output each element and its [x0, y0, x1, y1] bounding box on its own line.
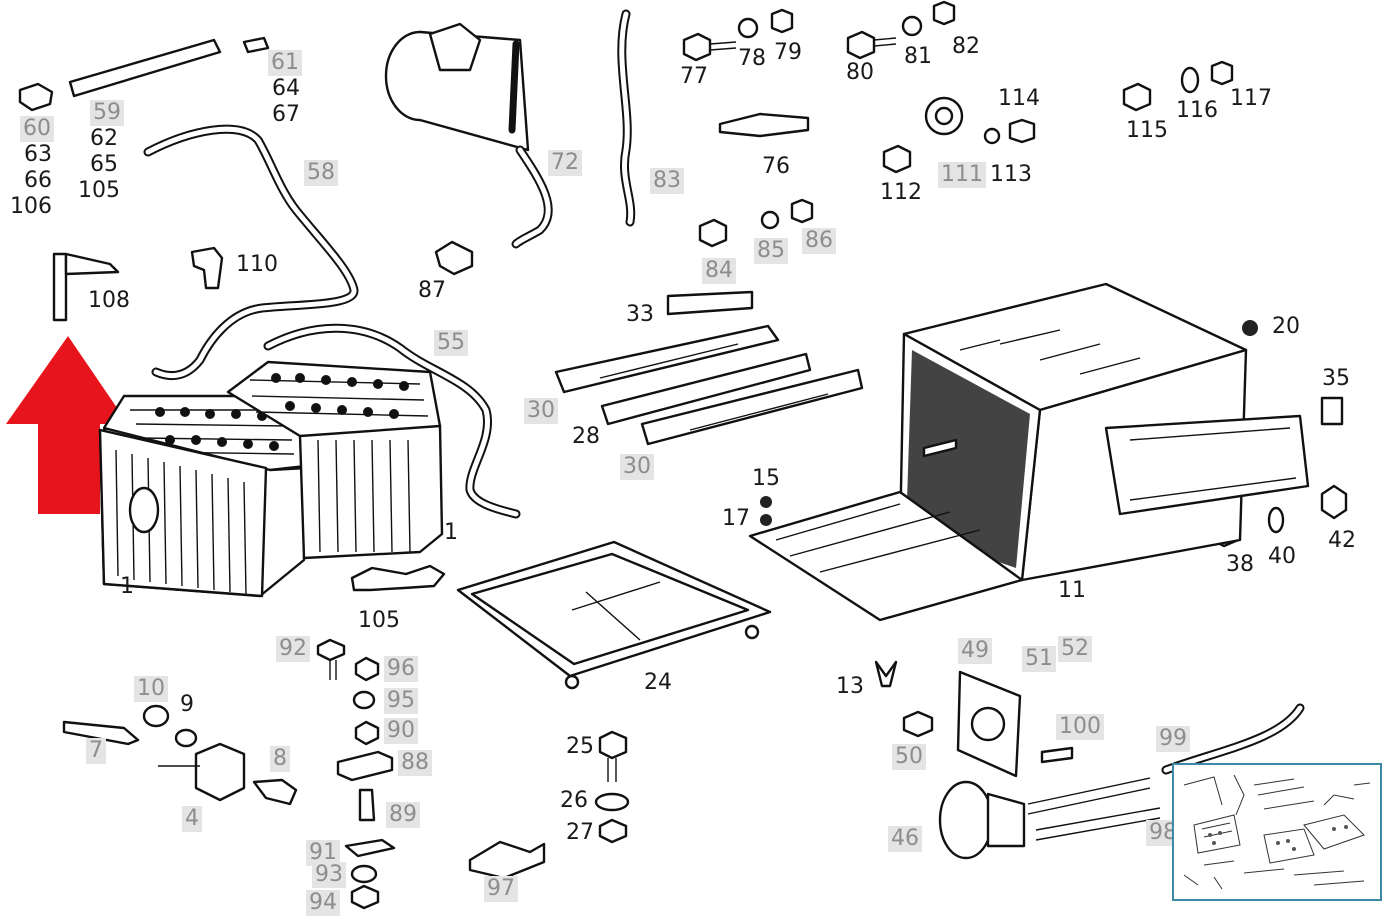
- callout-97: 97: [484, 876, 518, 902]
- battery-front: [98, 394, 308, 598]
- callout-60: 60: [20, 116, 54, 142]
- callout-7: 7: [86, 738, 106, 764]
- lower-left-parts: [62, 704, 546, 880]
- callout-84: 84: [702, 258, 736, 284]
- callout-61: 61: [268, 50, 302, 76]
- callout-108: 108: [88, 288, 130, 313]
- callout-28: 28: [572, 424, 600, 449]
- callout-89: 89: [386, 802, 420, 828]
- callout-116: 116: [1176, 98, 1218, 123]
- callout-35: 35: [1322, 366, 1350, 391]
- fastener-stack: [316, 638, 396, 910]
- callout-77: 77: [680, 64, 708, 89]
- callout-92: 92: [276, 636, 310, 662]
- callout-59: 59: [90, 100, 124, 126]
- tray-24: [456, 540, 772, 690]
- callout-67: 67: [272, 102, 300, 127]
- top-left-small-parts: [18, 36, 474, 322]
- callout-87: 87: [418, 278, 446, 303]
- callout-117: 117: [1230, 86, 1272, 111]
- diagram-thumbnail[interactable]: [1172, 763, 1382, 901]
- callout-58: 58: [304, 160, 338, 186]
- callout-1: 1: [120, 574, 134, 599]
- callout-79: 79: [774, 40, 802, 65]
- callout-100: 100: [1056, 714, 1104, 740]
- callout-46: 46: [888, 826, 922, 852]
- callout-115: 115: [1126, 118, 1168, 143]
- callout-25: 25: [566, 734, 594, 759]
- callout-24: 24: [644, 670, 672, 695]
- battery-pads: [554, 290, 864, 446]
- callout-42: 42: [1328, 528, 1356, 553]
- callout-49: 49: [958, 638, 992, 664]
- callout-33: 33: [626, 302, 654, 327]
- callout-99: 99: [1156, 726, 1190, 752]
- starter-72: [384, 22, 553, 249]
- callout-88: 88: [398, 750, 432, 776]
- callout-62: 62: [90, 126, 118, 151]
- callout-93: 93: [312, 862, 346, 888]
- callout-110: 110: [236, 252, 278, 277]
- thumbnail-drawing: [1183, 774, 1371, 890]
- bolt-washer-nut: [594, 730, 630, 844]
- callout-66: 66: [24, 168, 52, 193]
- callout-51: 51: [1022, 646, 1056, 672]
- callout-82: 82: [952, 34, 980, 59]
- callout-63: 63: [24, 142, 52, 167]
- callout-90: 90: [384, 718, 418, 744]
- callout-27: 27: [566, 820, 594, 845]
- callout-76: 76: [762, 154, 790, 179]
- callout-80: 80: [846, 60, 874, 85]
- callout-30-bottom: 30: [620, 454, 654, 480]
- callout-83: 83: [650, 168, 684, 194]
- callout-13: 13: [836, 674, 864, 699]
- callout-94: 94: [306, 890, 340, 916]
- callout-55: 55: [434, 330, 468, 356]
- callout-105-clamp: 105: [358, 608, 400, 633]
- battery-rear: [226, 360, 444, 560]
- callout-50: 50: [892, 744, 926, 770]
- fasteners: [682, 0, 1348, 688]
- callout-96: 96: [384, 656, 418, 682]
- callout-1-rear: 1: [444, 520, 458, 545]
- battery-box-11: [748, 282, 1310, 622]
- callout-10: 10: [134, 676, 168, 702]
- callout-95: 95: [384, 688, 418, 714]
- callout-26: 26: [560, 788, 588, 813]
- callout-111: 111: [938, 162, 986, 188]
- callout-91: 91: [306, 840, 340, 866]
- callout-65: 65: [90, 152, 118, 177]
- highlight-arrow: [6, 336, 128, 514]
- callout-17: 17: [722, 506, 750, 531]
- callout-114: 114: [998, 86, 1040, 111]
- callout-86: 86: [802, 228, 836, 254]
- callout-105-top: 105: [78, 178, 120, 203]
- callout-81: 81: [904, 44, 932, 69]
- callout-4: 4: [182, 806, 202, 832]
- callout-64: 64: [272, 76, 300, 101]
- callout-38: 38: [1226, 552, 1254, 577]
- callout-106: 106: [10, 194, 52, 219]
- callout-113: 113: [990, 162, 1032, 187]
- callout-30-top: 30: [524, 398, 558, 424]
- callout-8: 8: [270, 746, 290, 772]
- callout-52: 52: [1058, 636, 1092, 662]
- callout-112: 112: [880, 180, 922, 205]
- callout-9: 9: [180, 692, 194, 717]
- callout-15: 15: [752, 466, 780, 491]
- callout-85: 85: [754, 238, 788, 264]
- callout-11: 11: [1058, 578, 1086, 603]
- callout-40: 40: [1268, 544, 1296, 569]
- clamp-105: [350, 564, 446, 592]
- callout-78: 78: [738, 46, 766, 71]
- callout-20: 20: [1272, 314, 1300, 339]
- callout-72: 72: [548, 150, 582, 176]
